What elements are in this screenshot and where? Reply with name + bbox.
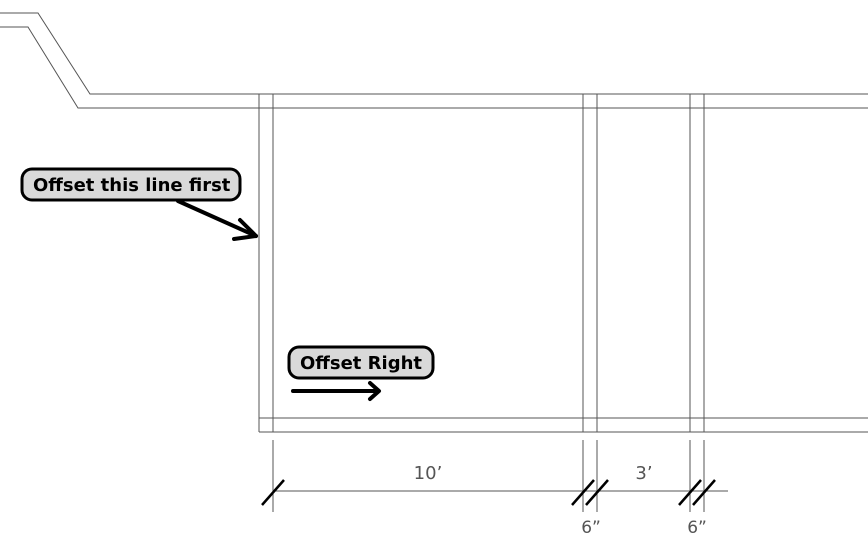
interior-wall-1 (582, 94, 598, 432)
arrow-icon (176, 199, 258, 241)
wall-thickness-dimension: 6” (581, 518, 601, 538)
dimension-tick (692, 479, 716, 506)
left-wall (258, 94, 274, 432)
closet-width-dimension: 3’ (635, 463, 652, 484)
callout-label: Offset Right (300, 353, 422, 374)
offset-first-callout: Offset this line first (20, 167, 258, 241)
callout-box (287, 345, 435, 380)
arrow-right-icon (291, 381, 381, 401)
dimension-tick (678, 479, 702, 506)
dimension-string: 10’ 3’ 6” 6” (261, 440, 728, 538)
top-wall (0, 12, 868, 109)
interior-wall-2 (689, 94, 705, 432)
room-width-dimension: 10’ (414, 463, 443, 484)
dimension-tick (261, 479, 285, 506)
bottom-wall (259, 417, 868, 433)
wall-thickness-dimension: 6” (687, 518, 707, 538)
offset-right-callout: Offset Right (287, 345, 435, 401)
dimension-tick (571, 479, 595, 506)
callout-box (20, 167, 242, 202)
dimension-tick (585, 479, 609, 506)
callout-label: Offset this line first (33, 175, 231, 196)
